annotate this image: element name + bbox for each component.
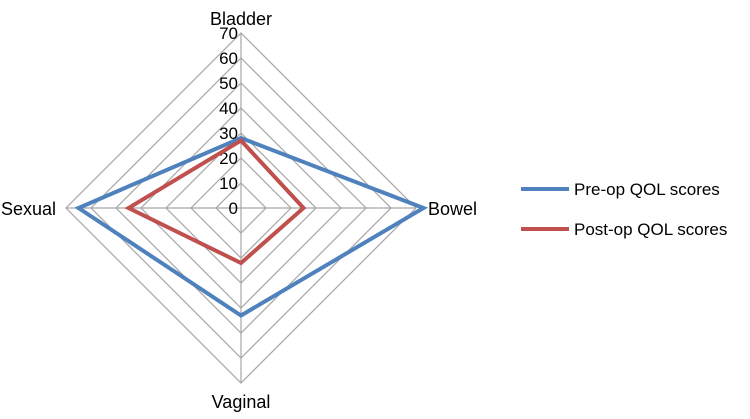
- axis-label-bowel: Bowel: [428, 199, 477, 219]
- tick-label: 20: [219, 149, 238, 168]
- tick-label: 70: [219, 24, 238, 43]
- tick-label: 0: [229, 199, 238, 218]
- tick-label: 60: [219, 49, 238, 68]
- tick-label: 30: [219, 124, 238, 143]
- tick-label: 50: [219, 74, 238, 93]
- axis-label-vaginal: Vaginal: [212, 392, 271, 412]
- axis-label-bladder: Bladder: [210, 9, 272, 29]
- series-line-pre-op: [74, 135, 429, 318]
- tick-label: 40: [219, 99, 238, 118]
- radar-tick-labels: 0 10 20 30 40 50 60 70: [219, 24, 238, 218]
- axis-label-sexual: Sexual: [1, 199, 56, 219]
- legend-label-post-op: Post-op QOL scores: [574, 220, 727, 239]
- radar-series: [74, 135, 429, 318]
- series-line-post-op: [124, 137, 307, 266]
- radar-grid: [65, 32, 417, 384]
- legend-label-pre-op: Pre-op QOL scores: [574, 180, 720, 199]
- tick-label: 10: [219, 174, 238, 193]
